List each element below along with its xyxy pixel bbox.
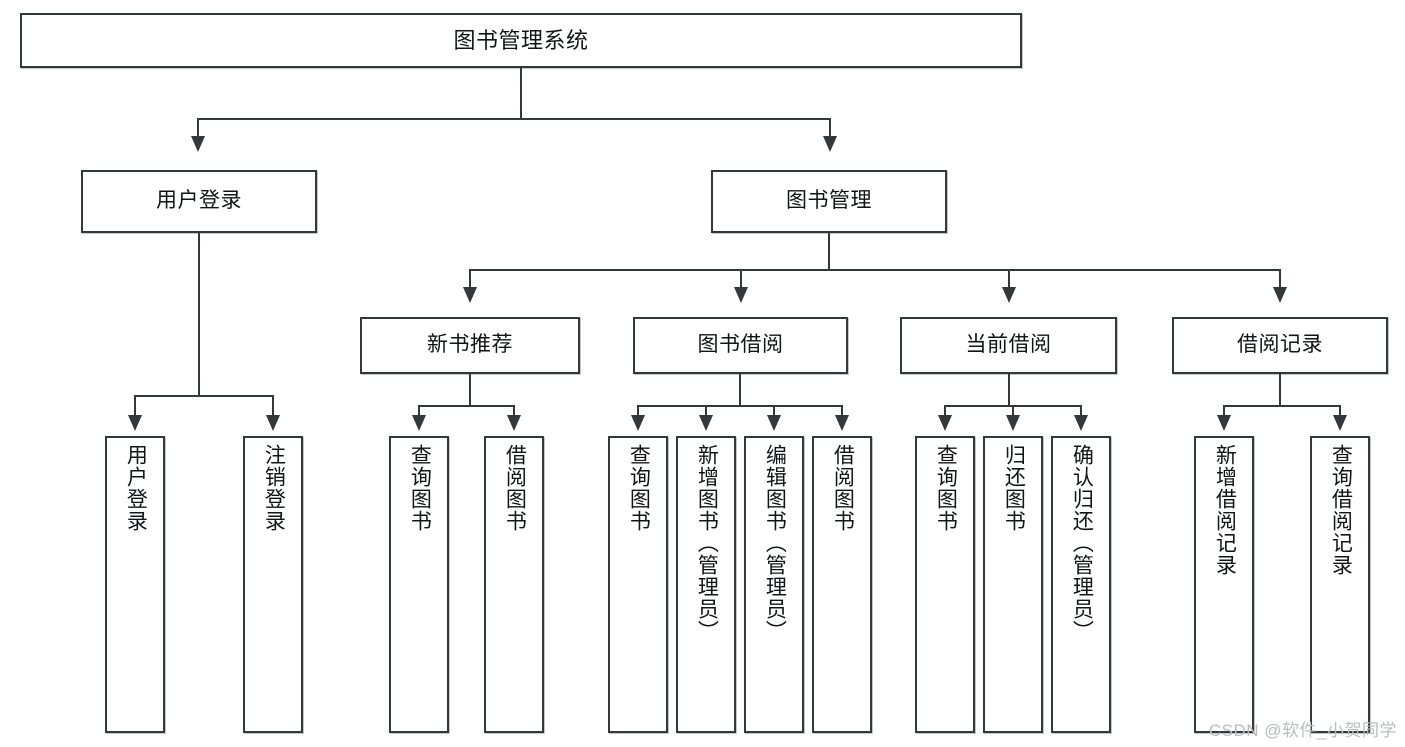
connector-bb-leaf1 (637, 405, 639, 417)
leaf-label: 确认归还（管理员） (1070, 444, 1094, 642)
leaf-new-book-borrow-book[interactable]: 借阅图书 (484, 436, 544, 733)
arrowhead-leaf-user-login (128, 415, 142, 431)
leaf-label: 新增图书（管理员） (695, 444, 719, 642)
arrowhead-bb-edit-book (767, 415, 781, 431)
leaf-label: 借阅图书 (831, 444, 855, 532)
connector-br-leaf1 (1223, 405, 1225, 417)
connector-root-stem (520, 68, 522, 118)
connector-bb-leaf4 (841, 405, 843, 417)
leaf-label: 用户登录 (124, 444, 148, 532)
connector-book-management-bar (469, 269, 1280, 271)
leaf-label: 查询借阅记录 (1329, 444, 1353, 576)
node-label: 图书管理系统 (453, 27, 589, 53)
arrowhead-new-book-recommend (463, 287, 477, 303)
node-new-book-recommend[interactable]: 新书推荐 (360, 317, 580, 374)
connector-br-leaf2 (1339, 405, 1341, 417)
arrowhead-cb-return-book (1006, 415, 1020, 431)
connector-book-borrow-bar (637, 405, 842, 407)
connector-user-login-stem (198, 233, 200, 395)
arrowhead-bb-borrow-book (835, 415, 849, 431)
connector-new-book-bar (418, 405, 514, 407)
arrowhead-bb-add-book (699, 415, 713, 431)
node-root-book-management-system[interactable]: 图书管理系统 (20, 13, 1022, 68)
node-label: 图书管理 (786, 189, 872, 213)
leaf-label: 借阅图书 (503, 444, 527, 532)
leaf-book-borrow-edit-book[interactable]: 编辑图书（管理员） (744, 436, 804, 733)
node-label: 借阅记录 (1237, 333, 1323, 357)
connector-bb-leaf3 (773, 405, 775, 417)
leaf-new-book-query-book[interactable]: 查询图书 (389, 436, 449, 733)
arrowhead-book-management (823, 136, 837, 152)
node-label: 用户登录 (156, 189, 242, 213)
leaf-borrow-record-query-record[interactable]: 查询借阅记录 (1310, 436, 1370, 733)
node-label: 图书借阅 (697, 333, 784, 357)
connector-nb-leaf1 (418, 405, 420, 417)
node-borrow-record[interactable]: 借阅记录 (1172, 317, 1388, 374)
leaf-label: 查询图书 (934, 444, 958, 532)
connector-new-book-stem (469, 374, 471, 405)
arrowhead-br-add-record (1217, 415, 1231, 431)
connector-cb-leaf2 (1012, 405, 1014, 417)
leaf-current-borrow-query-book[interactable]: 查询图书 (915, 436, 975, 733)
connector-current-borrow-stem (1008, 374, 1010, 405)
arrowhead-book-borrow (734, 287, 748, 303)
node-label: 当前借阅 (965, 333, 1052, 357)
leaf-label: 查询图书 (627, 444, 651, 532)
connector-nb-leaf2 (513, 405, 515, 417)
arrowhead-leaf-logout-login (266, 415, 280, 431)
connector-cb-leaf1 (944, 405, 946, 417)
connector-root-to-user-login (197, 118, 199, 138)
arrowhead-current-borrow (1002, 287, 1016, 303)
arrowhead-bb-query-book (631, 415, 645, 431)
connector-user-login-bar (134, 395, 272, 397)
leaf-label: 归还图书 (1002, 444, 1026, 532)
leaf-user-login-logout[interactable]: 注销登录 (243, 436, 303, 733)
leaf-user-login-user-login[interactable]: 用户登录 (105, 436, 165, 733)
arrowhead-br-query-record (1333, 415, 1347, 431)
leaf-label: 注销登录 (262, 444, 286, 532)
connector-user-login-leaf2 (272, 395, 274, 417)
arrowhead-nb-borrow-book (507, 415, 521, 431)
arrowhead-borrow-record (1273, 287, 1287, 303)
leaf-book-borrow-add-book[interactable]: 新增图书（管理员） (676, 436, 736, 733)
connector-root-to-book-management (829, 118, 831, 138)
connector-bm-to-book-borrow (740, 269, 742, 289)
connector-book-borrow-stem (739, 374, 741, 405)
node-user-login[interactable]: 用户登录 (81, 170, 317, 233)
leaf-current-borrow-confirm-return[interactable]: 确认归还（管理员） (1051, 436, 1111, 733)
connector-borrow-record-stem (1279, 374, 1281, 405)
leaf-label: 查询图书 (408, 444, 432, 532)
leaf-current-borrow-return-book[interactable]: 归还图书 (983, 436, 1043, 733)
arrowhead-nb-query-book (412, 415, 426, 431)
leaf-book-borrow-borrow-book[interactable]: 借阅图书 (812, 436, 872, 733)
connector-bm-to-current-borrow (1008, 269, 1010, 289)
connector-root-bar (197, 118, 831, 120)
connector-user-login-leaf1 (134, 395, 136, 417)
connector-book-management-stem (828, 233, 830, 269)
node-book-borrow[interactable]: 图书借阅 (633, 317, 848, 374)
leaf-book-borrow-query-book[interactable]: 查询图书 (608, 436, 668, 733)
node-current-borrow[interactable]: 当前借阅 (900, 317, 1117, 374)
node-book-management[interactable]: 图书管理 (711, 170, 947, 233)
leaf-label: 编辑图书（管理员） (763, 444, 787, 642)
arrowhead-user-login (191, 136, 205, 152)
arrowhead-cb-confirm-return (1074, 415, 1088, 431)
arrowhead-cb-query-book (938, 415, 952, 431)
connector-bm-to-borrow-record (1279, 269, 1281, 289)
leaf-borrow-record-add-record[interactable]: 新增借阅记录 (1194, 436, 1254, 733)
leaf-label: 新增借阅记录 (1213, 444, 1237, 576)
connector-cb-leaf3 (1080, 405, 1082, 417)
connector-bb-leaf2 (705, 405, 707, 417)
connector-bm-to-new-book (469, 269, 471, 289)
node-label: 新书推荐 (427, 333, 513, 357)
connector-borrow-record-bar (1223, 405, 1340, 407)
